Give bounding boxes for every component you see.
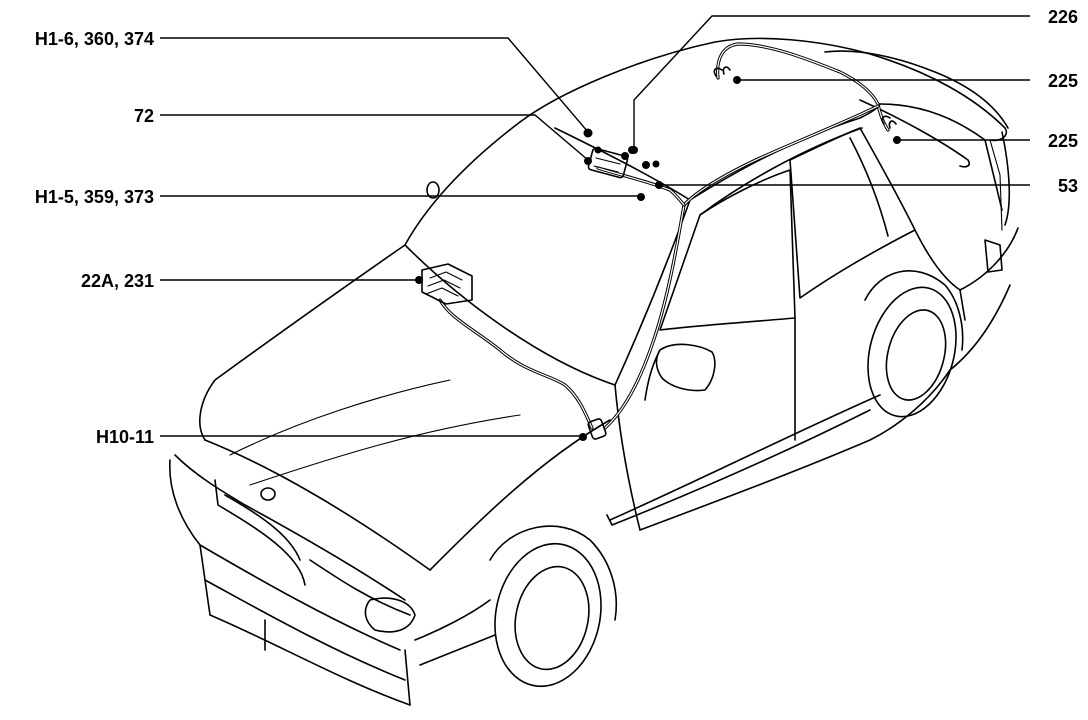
callout-225-lower: 225 <box>1048 131 1078 151</box>
car-outline <box>169 37 1019 706</box>
callout-225-upper: 225 <box>1048 71 1078 91</box>
callout-53: 53 <box>1058 176 1078 196</box>
callout-22a: 22A, 231 <box>81 271 154 291</box>
callout-h1-6: H1-6, 360, 374 <box>35 29 154 49</box>
callout-h10-11: H10-11 <box>96 427 154 447</box>
callout-h1-5: H1-5, 359, 373 <box>35 187 154 207</box>
callout-226: 226 <box>1048 7 1078 27</box>
callout-72: 72 <box>134 106 154 126</box>
wiring-harness <box>421 42 897 440</box>
callout-labels: H1-6, 360, 374 72 H1-5, 359, 373 22A, 23… <box>35 7 1078 447</box>
callout-leaders <box>160 15 1030 441</box>
